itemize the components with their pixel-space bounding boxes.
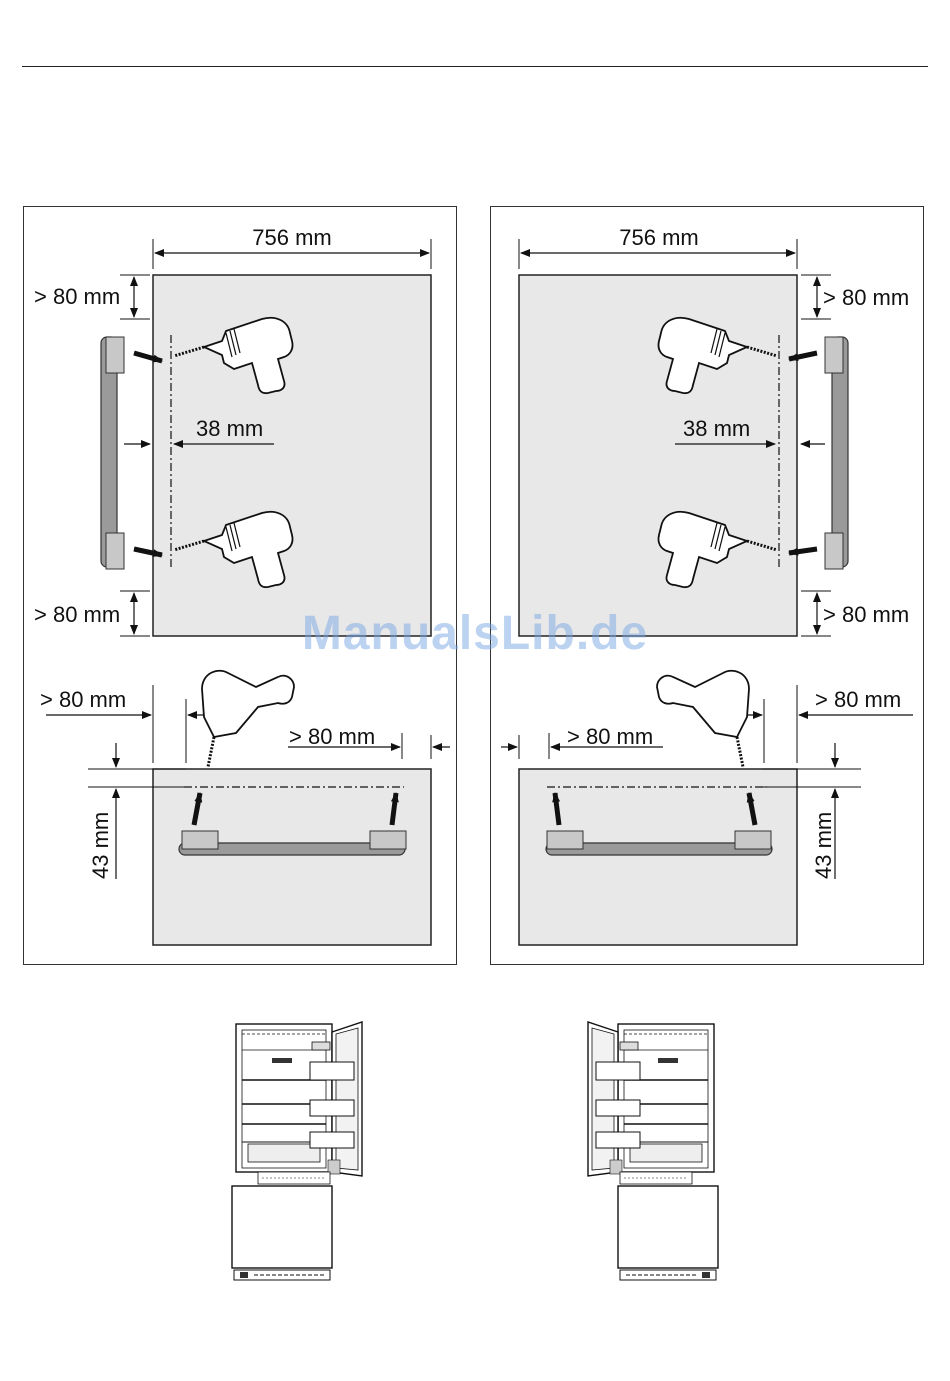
handle-mount-right — [735, 831, 771, 849]
door-panel-upper — [519, 275, 797, 636]
door-panel-upper — [153, 275, 431, 636]
drawer-panel — [519, 769, 797, 945]
handle-mount-right — [370, 831, 406, 849]
top-margin-label: > 80 mm — [823, 285, 909, 310]
handle-mount-bottom — [825, 533, 843, 569]
handle-mount-left — [547, 831, 583, 849]
fridge-illustration-right-hinge — [228, 1020, 368, 1285]
width-label: 756 mm — [619, 225, 698, 250]
drawer-side-margin-label: > 80 mm — [40, 687, 126, 712]
fridge-open-door-left — [582, 1020, 722, 1285]
left-installation-diagram: 756 mm > 80 mm 38 mm > 80 mm > 8 — [24, 207, 458, 966]
fridge-illustration-left-hinge — [582, 1020, 722, 1285]
handle-mount-bottom — [106, 533, 124, 569]
hole-offset-label: 38 mm — [683, 416, 750, 441]
drill-icon — [202, 671, 294, 767]
handle-mount-top — [825, 337, 843, 373]
drawer-height-label: 43 mm — [811, 812, 836, 879]
drawer-height-label: 43 mm — [88, 812, 113, 879]
drawer-hole-margin-label: > 80 mm — [289, 724, 375, 749]
top-margin-label: > 80 mm — [34, 284, 120, 309]
width-label: 756 mm — [252, 225, 331, 250]
drawer-hole-margin-label: > 80 mm — [567, 724, 653, 749]
right-installation-diagram: 756 mm > 80 mm 38 mm > 80 mm > 80 mm > 8… — [491, 207, 925, 966]
panel-left-hinge: 756 mm > 80 mm 38 mm > 80 mm > 8 — [23, 206, 457, 965]
drill-icon — [657, 671, 749, 767]
panel-right-hinge: 756 mm > 80 mm 38 mm > 80 mm > 80 mm > 8… — [490, 206, 924, 965]
drawer-side-margin-label: > 80 mm — [815, 687, 901, 712]
handle-mount-top — [106, 337, 124, 373]
top-rule — [22, 66, 928, 67]
handle-mount-left — [182, 831, 218, 849]
drawer-panel — [153, 769, 431, 945]
watermark: ManualsLib.de — [0, 606, 950, 661]
fridge-open-door-right — [228, 1020, 368, 1285]
hole-offset-label: 38 mm — [196, 416, 263, 441]
